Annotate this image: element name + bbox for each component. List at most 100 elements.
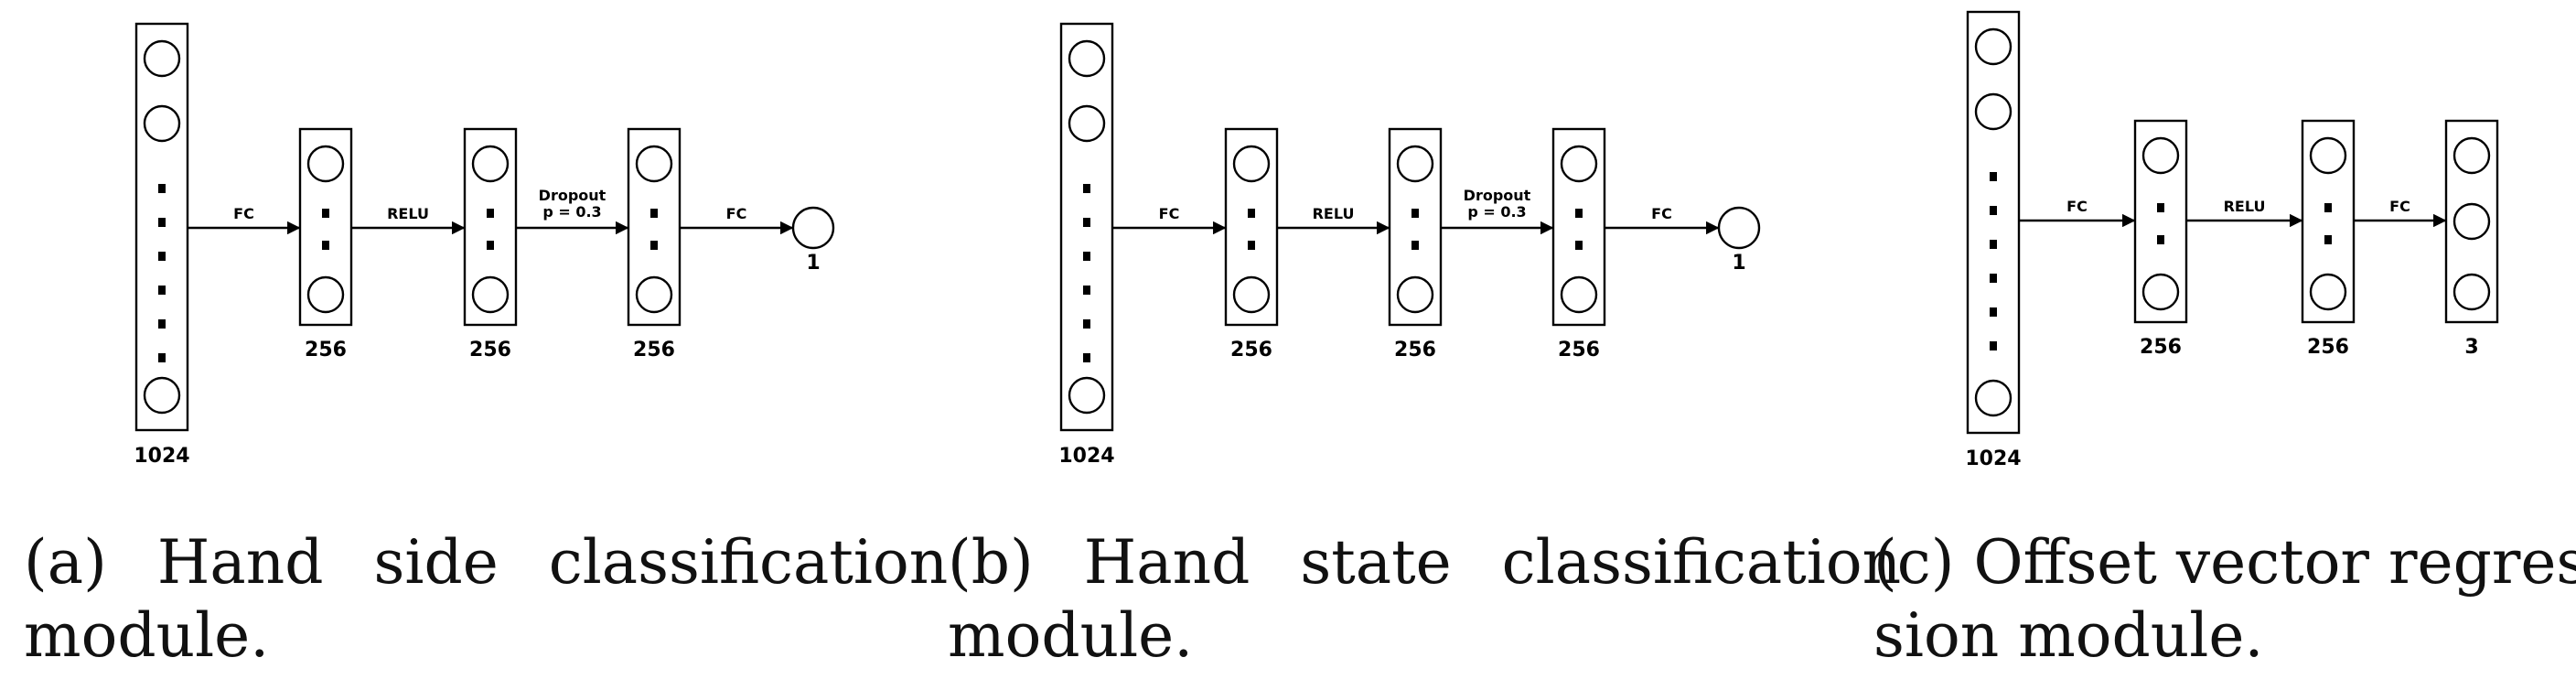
connection-sublabel: p = 0.3 bbox=[1467, 203, 1526, 221]
ellipsis-dot bbox=[1990, 341, 1997, 350]
connection-label: Dropout bbox=[539, 187, 606, 204]
ellipsis-dot bbox=[1990, 206, 1997, 215]
connection-label: FC bbox=[1651, 205, 1672, 222]
layer-size-label: 1 bbox=[1732, 252, 1745, 275]
ellipsis-dot bbox=[158, 353, 166, 362]
ellipsis-dot bbox=[650, 209, 658, 218]
layer-size-label: 256 bbox=[1558, 339, 1600, 361]
neuron-icon bbox=[635, 275, 673, 314]
connection-label: RELU bbox=[387, 205, 429, 222]
ellipsis-dot bbox=[158, 286, 166, 295]
ellipsis-dot bbox=[1411, 209, 1419, 218]
neuron-icon bbox=[2141, 136, 2180, 175]
neuron-icon bbox=[306, 145, 345, 183]
connection-label: FC bbox=[233, 205, 254, 222]
ellipsis-dot bbox=[1575, 209, 1583, 218]
connection-label: FC bbox=[1159, 205, 1180, 222]
ellipsis-dot bbox=[1248, 209, 1255, 218]
layer-size-label: 1024 bbox=[1965, 447, 2021, 470]
ellipsis-dot bbox=[1990, 240, 1997, 249]
layer-size-label: 3 bbox=[2464, 336, 2478, 359]
ellipsis-dot bbox=[1083, 286, 1090, 295]
neuron-icon bbox=[1396, 145, 1434, 183]
layer-size-label: 256 bbox=[633, 339, 675, 361]
neuron-icon bbox=[1560, 275, 1598, 314]
neuron-icon bbox=[471, 145, 510, 183]
ellipsis-dot bbox=[487, 241, 494, 250]
ellipsis-dot bbox=[1083, 319, 1090, 329]
neuron-icon bbox=[471, 275, 510, 314]
layer-size-label: 1024 bbox=[1058, 445, 1114, 468]
neuron-icon bbox=[1232, 275, 1271, 314]
neuron-icon bbox=[2309, 273, 2347, 311]
ellipsis-dot bbox=[1083, 353, 1090, 362]
neuron-icon bbox=[635, 145, 673, 183]
layer-size-label: 1024 bbox=[134, 445, 189, 468]
output-neuron-icon bbox=[1717, 206, 1761, 250]
ellipsis-dot bbox=[322, 241, 329, 250]
neuron-icon bbox=[1560, 145, 1598, 183]
ellipsis-dot bbox=[487, 209, 494, 218]
ellipsis-dot bbox=[1083, 218, 1090, 227]
neuron-icon bbox=[143, 376, 181, 415]
ellipsis-dot bbox=[1248, 241, 1255, 250]
caption-b-line1: (b) Hand state classification bbox=[948, 527, 1902, 598]
neuron-icon bbox=[1974, 379, 2012, 417]
connection-label: FC bbox=[726, 205, 747, 222]
neuron-icon bbox=[143, 39, 181, 78]
neuron-icon bbox=[1068, 39, 1106, 78]
layer-size-label: 256 bbox=[1394, 339, 1436, 361]
connection-label: RELU bbox=[1313, 205, 1355, 222]
caption-b-line2: module. bbox=[948, 600, 1194, 671]
ellipsis-dot bbox=[2157, 235, 2164, 244]
neuron-icon bbox=[1974, 92, 2012, 131]
neuron-icon bbox=[2453, 273, 2491, 311]
ellipsis-dot bbox=[650, 241, 658, 250]
neuron-icon bbox=[1232, 145, 1271, 183]
ellipsis-dot bbox=[158, 252, 166, 261]
neuron-icon bbox=[2453, 136, 2491, 175]
connection-label: FC bbox=[2066, 198, 2088, 215]
layer-size-label: 256 bbox=[469, 339, 511, 361]
connection-label: Dropout bbox=[1464, 187, 1531, 204]
ellipsis-dot bbox=[1575, 241, 1583, 250]
caption-c-line1: (c) Offset vector regres- bbox=[1873, 527, 2576, 598]
neuron-icon bbox=[1396, 275, 1434, 314]
ellipsis-dot bbox=[1990, 307, 1997, 317]
ellipsis-dot bbox=[158, 184, 166, 193]
ellipsis-dot bbox=[158, 319, 166, 329]
layer-size-label: 256 bbox=[1230, 339, 1272, 361]
connection-label: FC bbox=[2389, 198, 2410, 215]
ellipsis-dot bbox=[2324, 235, 2332, 244]
layer-box bbox=[1966, 10, 2021, 435]
ellipsis-dot bbox=[2324, 203, 2332, 212]
ellipsis-dot bbox=[2157, 203, 2164, 212]
caption-a-line2: module. bbox=[24, 600, 270, 671]
neuron-icon bbox=[2309, 136, 2347, 175]
neuron-icon bbox=[143, 104, 181, 143]
ellipsis-dot bbox=[322, 209, 329, 218]
neuron-icon bbox=[306, 275, 345, 314]
neuron-icon bbox=[1068, 376, 1106, 415]
ellipsis-dot bbox=[1083, 184, 1090, 193]
ellipsis-dot bbox=[1990, 274, 1997, 283]
neuron-icon bbox=[2453, 202, 2491, 241]
output-neuron-icon bbox=[791, 206, 835, 250]
ellipsis-dot bbox=[1083, 252, 1090, 261]
ellipsis-dot bbox=[1990, 172, 1997, 181]
neuron-icon bbox=[2141, 273, 2180, 311]
caption-a-line1: (a) Hand side classification bbox=[24, 527, 949, 598]
layer-size-label: 256 bbox=[2140, 336, 2182, 359]
layer-size-label: 256 bbox=[305, 339, 347, 361]
caption-a: (a) Hand side classification module. bbox=[24, 526, 949, 673]
neuron-icon bbox=[1974, 27, 2012, 66]
ellipsis-dot bbox=[158, 218, 166, 227]
neuron-icon bbox=[1068, 104, 1106, 143]
layer-size-label: 1 bbox=[806, 252, 820, 275]
connection-label: RELU bbox=[2224, 198, 2266, 215]
caption-c-line2: sion module. bbox=[1873, 600, 2264, 671]
